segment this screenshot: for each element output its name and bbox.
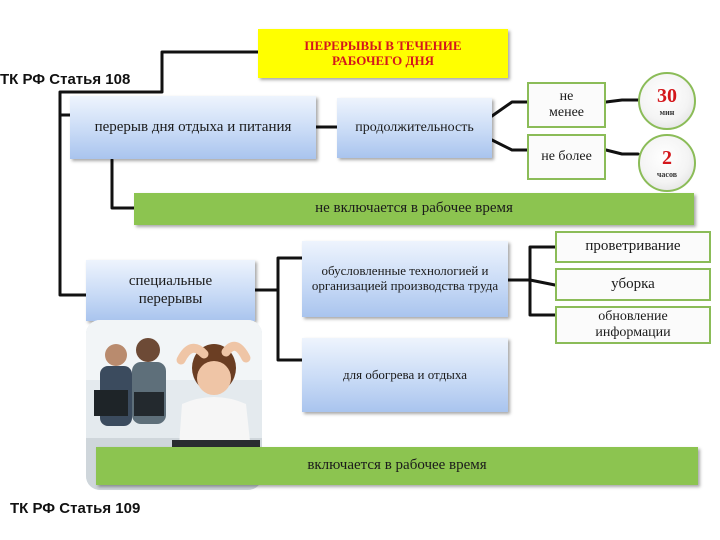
- rest-meal-break-box: перерыв дня отдыха и питания: [70, 96, 316, 159]
- info-update-box: обновление информации: [555, 306, 711, 344]
- heating-rest-box: для обогрева и отдыха: [302, 338, 508, 412]
- min-duration-value: 30: [657, 84, 677, 107]
- technology-conditioned-box: обусловленные технологией и организацией…: [302, 241, 508, 317]
- duration-box: продолжительность: [337, 98, 492, 158]
- included-bar: включается в рабочее время: [96, 447, 698, 485]
- article-108-label: ТК РФ Статья 108: [0, 71, 131, 88]
- max-duration-unit: часов: [656, 169, 678, 179]
- diagram-title: ПЕРЕРЫВЫ В ТЕЧЕНИЕ РАБОЧЕГО ДНЯ: [258, 29, 508, 78]
- article-109-label: ТК РФ Статья 109: [10, 500, 141, 517]
- min-duration-circle: 30 мин: [638, 72, 696, 130]
- not-more-box: не более: [527, 134, 606, 180]
- max-duration-value: 2: [662, 146, 672, 169]
- special-breaks-box: специальные перерывы: [86, 260, 255, 321]
- cleaning-box: уборка: [555, 268, 711, 301]
- not-less-box: не менее: [527, 82, 606, 128]
- max-duration-circle: 2 часов: [638, 134, 696, 192]
- min-duration-unit: мин: [659, 107, 675, 117]
- ventilation-box: проветривание: [555, 231, 711, 263]
- not-included-bar: не включается в рабочее время: [134, 193, 694, 225]
